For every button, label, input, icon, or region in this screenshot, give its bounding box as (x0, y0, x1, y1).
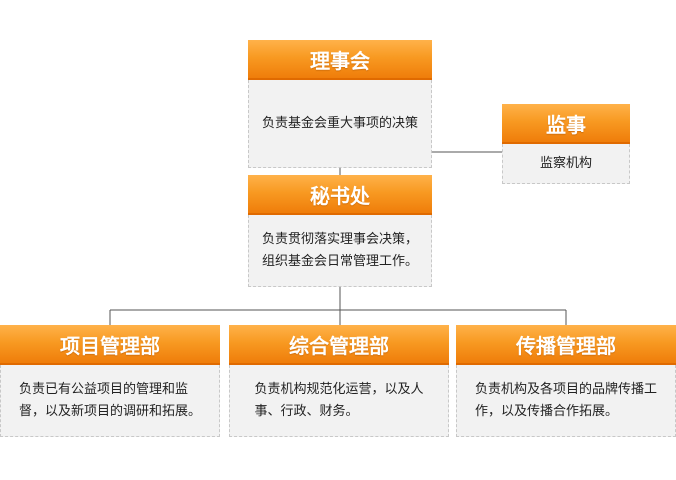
node-secretariat: 秘书处 负责贯彻落实理事会决策， 组织基金会日常管理工作。 (248, 175, 432, 287)
node-comm-dept-desc: 负责机构及各项目的品牌传播工 作，以及传播合作拓展。 (456, 365, 676, 437)
node-secretariat-desc-line-2: 组织基金会日常管理工作。 (261, 253, 418, 269)
node-comm-dept-title: 传播管理部 (456, 325, 676, 365)
node-council: 理事会 负责基金会重大事项的决策 (248, 40, 432, 168)
node-project-dept-title: 项目管理部 (0, 325, 220, 365)
node-supervisor-title: 监事 (502, 104, 630, 144)
node-council-desc: 负责基金会重大事项的决策 (248, 80, 432, 168)
node-comm-dept: 传播管理部 负责机构及各项目的品牌传播工 作，以及传播合作拓展。 (456, 325, 676, 437)
node-general-dept-desc-line-1: 负责机构规范化运营，以及人 (254, 381, 424, 397)
node-general-dept-desc-line-2: 事、行政、财务。 (254, 403, 359, 419)
node-supervisor-desc-line: 监察机构 (539, 155, 592, 171)
node-supervisor: 监事 监察机构 (502, 104, 630, 184)
node-general-dept-title: 综合管理部 (229, 325, 449, 365)
node-council-desc-line: 负责基金会重大事项的决策 (261, 115, 418, 131)
node-council-title: 理事会 (248, 40, 432, 80)
node-project-dept-desc-line-1: 负责已有公益项目的管理和监 (18, 381, 188, 397)
node-supervisor-desc: 监察机构 (502, 144, 630, 184)
node-comm-dept-desc-line-2: 作，以及传播合作拓展。 (474, 403, 618, 419)
node-comm-dept-desc-line-1: 负责机构及各项目的品牌传播工 (474, 381, 657, 397)
node-secretariat-desc-line-1: 负责贯彻落实理事会决策， (261, 231, 418, 247)
node-secretariat-desc: 负责贯彻落实理事会决策， 组织基金会日常管理工作。 (248, 215, 432, 287)
node-general-dept-desc: 负责机构规范化运营，以及人 事、行政、财务。 (229, 365, 449, 437)
node-general-dept: 综合管理部 负责机构规范化运营，以及人 事、行政、财务。 (229, 325, 449, 437)
node-project-dept-desc: 负责已有公益项目的管理和监 督，以及新项目的调研和拓展。 (0, 365, 220, 437)
node-secretariat-title: 秘书处 (248, 175, 432, 215)
node-project-dept-desc-line-2: 督，以及新项目的调研和拓展。 (18, 403, 201, 419)
node-project-dept: 项目管理部 负责已有公益项目的管理和监 督，以及新项目的调研和拓展。 (0, 325, 220, 437)
